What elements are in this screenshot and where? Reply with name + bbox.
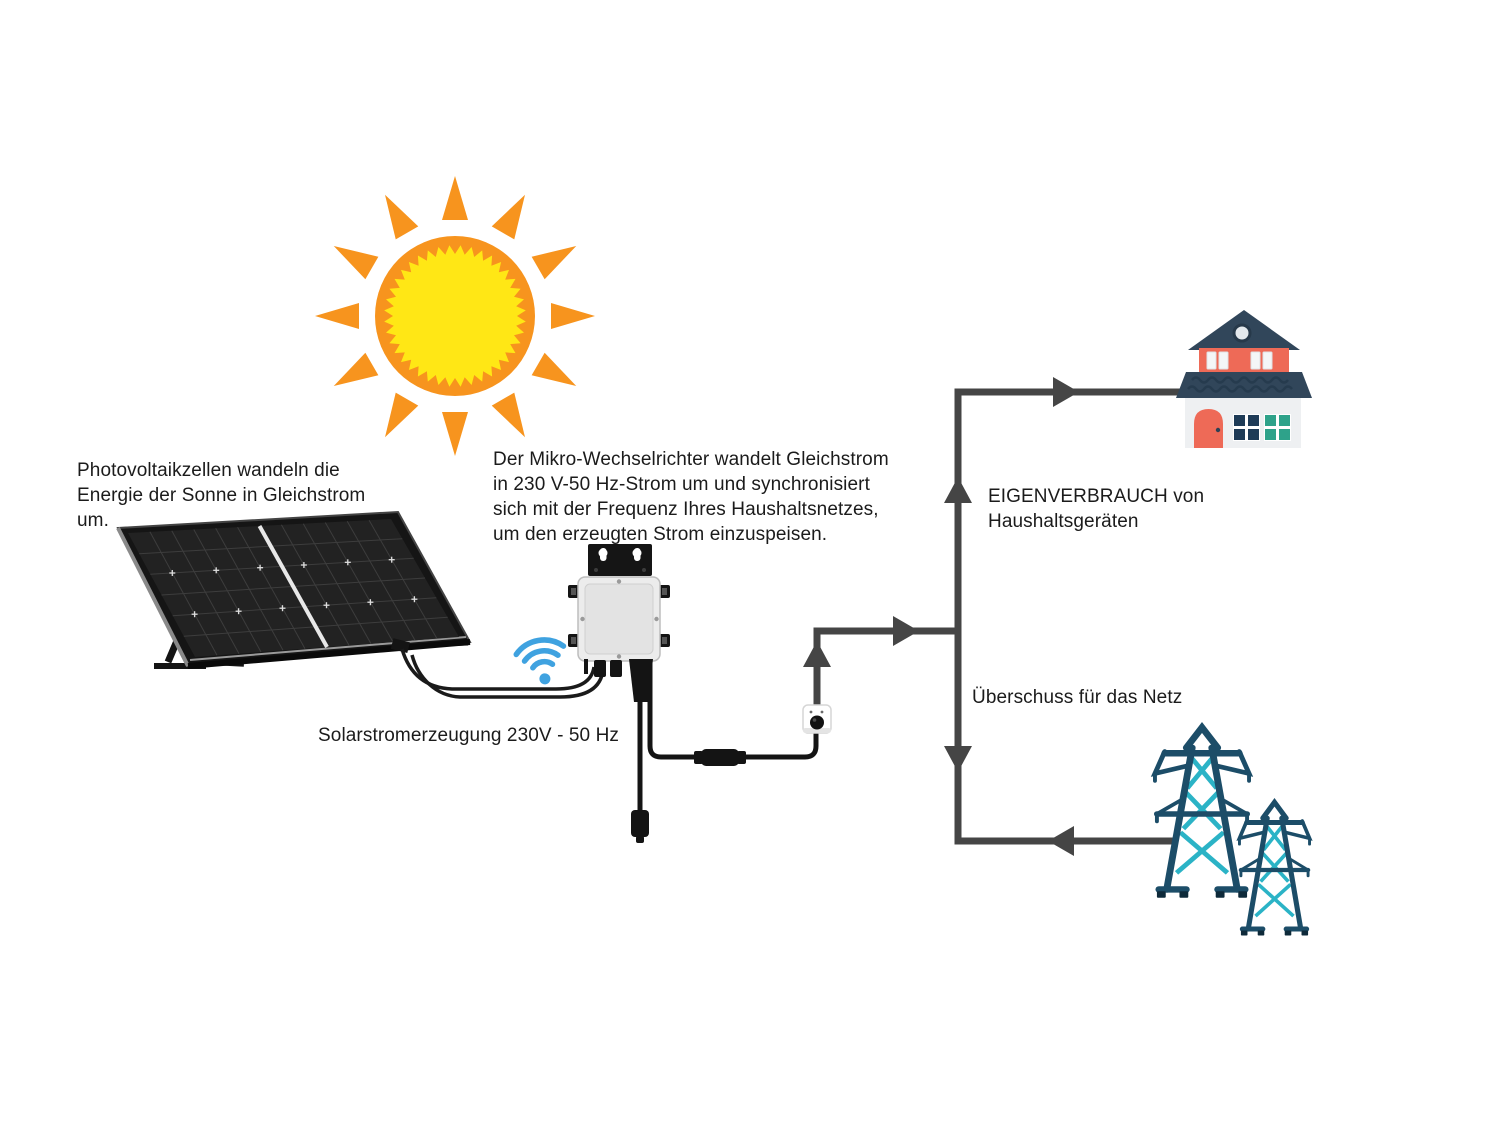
micro-inverter-icon (568, 544, 670, 677)
photovoltaic-label: Photovoltaikzellen wandeln die Energie d… (77, 460, 366, 531)
flow-arrow-icon (1053, 377, 1079, 407)
power-outlet-icon (802, 704, 832, 734)
transmission-tower-icon (1236, 798, 1313, 936)
ac-cables (629, 659, 819, 843)
inverter-label: Der Mikro-Wechselrichter wandelt Gleichs… (493, 449, 889, 545)
flow-arrow-icon (893, 616, 919, 646)
wifi-icon (513, 637, 567, 685)
transmission-towers (1150, 722, 1313, 936)
flow-arrow-icon (944, 746, 972, 772)
flow-arrow-icon (1048, 826, 1074, 856)
sun-icon (315, 176, 595, 456)
generation-label: Solarstromerzeugung 230V - 50 Hz (318, 725, 620, 746)
flow-arrow-icon (803, 641, 831, 667)
surplus-label: Überschuss für das Netz (972, 687, 1183, 708)
transmission-tower-icon (1150, 722, 1254, 898)
self-consumption-label: EIGENVERBRAUCH von Haushaltsgeräten (988, 486, 1205, 532)
house-icon (1176, 310, 1312, 448)
dc-cables (400, 648, 605, 699)
flow-arrow-icon (944, 477, 972, 503)
flow-lines (803, 377, 1180, 856)
solar-panel-icon (116, 510, 472, 669)
